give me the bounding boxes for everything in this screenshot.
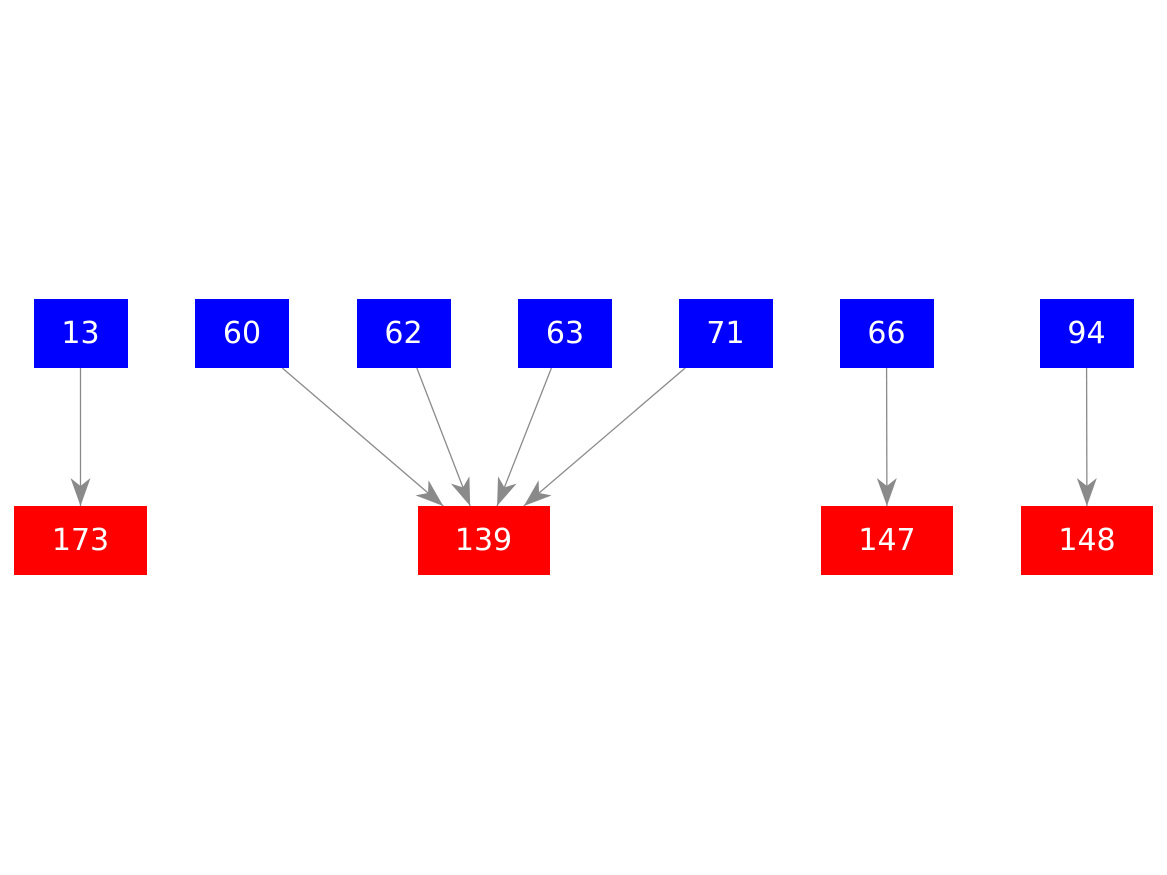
node-147: 147 [821, 506, 953, 575]
node-label: 71 [706, 315, 745, 351]
edge-group [70, 367, 1097, 507]
node-label: 62 [384, 315, 423, 351]
edge-62-139 [416, 367, 471, 507]
node-139: 139 [417, 506, 550, 575]
node-60: 60 [195, 299, 289, 368]
node-13: 13 [33, 299, 128, 368]
node-label: 173 [51, 522, 110, 558]
node-63: 63 [518, 299, 612, 368]
node-label: 13 [61, 315, 100, 351]
edge-60-139 [281, 367, 444, 507]
node-label: 148 [1058, 522, 1116, 558]
node-label: 63 [545, 315, 585, 351]
node-71: 71 [678, 299, 773, 368]
node-62: 62 [356, 299, 451, 368]
node-94: 94 [1039, 299, 1134, 368]
node-label: 60 [222, 315, 262, 351]
node-173: 173 [14, 506, 147, 575]
edge-71-139 [523, 367, 686, 507]
node-148: 148 [1021, 506, 1153, 575]
node-label: 94 [1067, 315, 1106, 351]
node-label: 139 [454, 522, 513, 558]
node-66: 66 [839, 299, 934, 368]
node-label: 66 [867, 315, 906, 351]
edge-63-139 [496, 367, 553, 507]
node-label: 147 [858, 522, 916, 558]
